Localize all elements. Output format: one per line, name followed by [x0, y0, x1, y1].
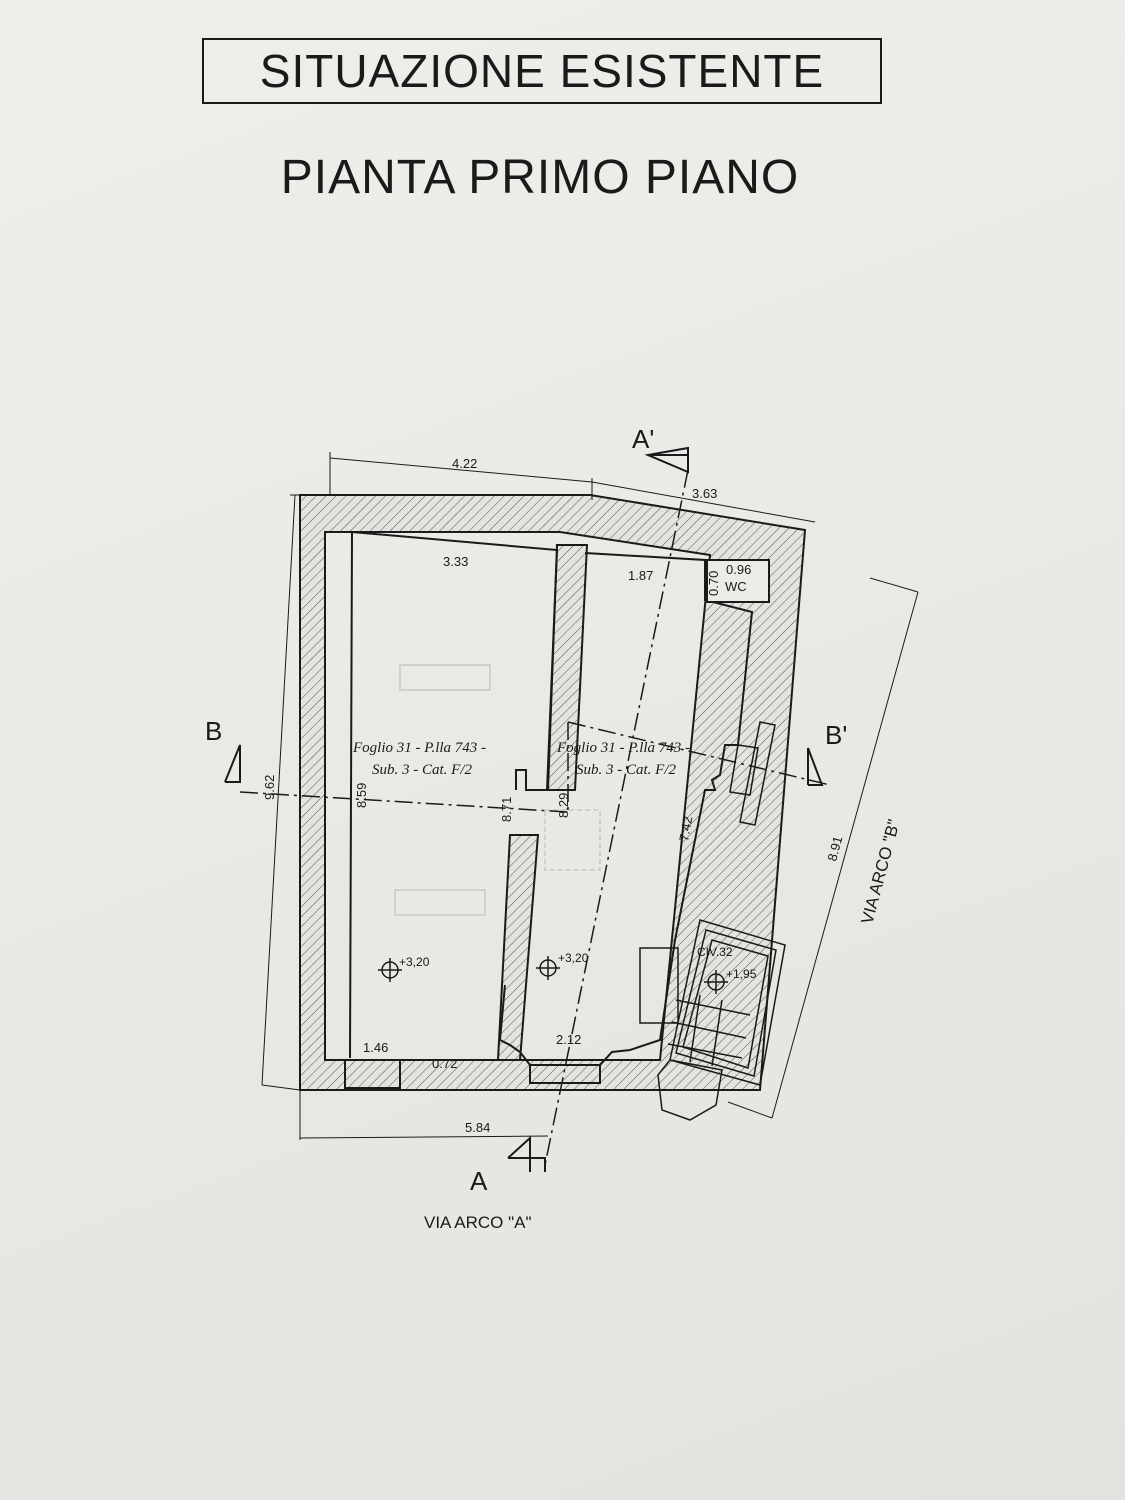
level-marker-stair: +1,95	[704, 967, 757, 994]
dim-bottom-door: 2.12	[556, 1032, 581, 1047]
street-bottom-label: VIA ARCO "A"	[424, 1213, 532, 1232]
wc-box	[705, 559, 770, 603]
label-a: A	[470, 1166, 488, 1196]
partition-wall-center-lower	[496, 834, 540, 1061]
section-marker-b: B	[205, 716, 241, 783]
dim-wc-width: 0.96	[726, 562, 751, 577]
dim-bottom-gap: 0.72	[432, 1056, 457, 1071]
label-a-prime: A'	[632, 424, 654, 454]
stair-block	[639, 919, 786, 1121]
civic-number-label: CIV.32	[697, 945, 733, 959]
exterior-wall	[299, 494, 807, 1091]
section-marker-a: A	[470, 1135, 546, 1196]
level-marker-center: +3,20	[536, 951, 589, 980]
level-marker-left: +3,20	[378, 955, 430, 982]
dimension-labels: 4.22 3.63 3.33 1.87 0.96 0.70 WC 9.62 8.…	[262, 456, 845, 1135]
dimension-lines	[261, 452, 919, 1140]
subtitle-text: PIANTA PRIMO PIANO	[280, 151, 800, 204]
dim-bottom-window: 1.46	[363, 1040, 388, 1055]
room-right-line2: Sub. 3 - Cat. F/2	[576, 762, 676, 778]
window-niche-right	[729, 721, 776, 826]
dim-right-room-depth: 8.29	[556, 793, 571, 818]
level-center-text: +3,20	[558, 951, 589, 965]
label-b: B	[205, 716, 222, 746]
room-labels: Foglio 31 - P.lla 743 - Sub. 3 - Cat. F/…	[352, 740, 690, 778]
title-box: SITUAZIONE ESISTENTE	[202, 38, 882, 104]
dim-left-room-width: 3.33	[443, 554, 468, 569]
street-right-label: VIA ARCO "B"	[858, 817, 904, 926]
dim-overall-bottom: 5.84	[465, 1120, 490, 1135]
level-stair-text: +1,95	[726, 967, 757, 981]
room-right-line1: Foglio 31 - P.lla 743 -	[556, 740, 690, 756]
title-text: SITUAZIONE ESISTENTE	[259, 45, 825, 97]
label-b-prime: B'	[825, 720, 847, 750]
ghost-marks	[394, 664, 601, 916]
dim-right-wall: 7.42	[676, 815, 695, 843]
dim-left-room-depth: 8.59	[354, 783, 369, 808]
dim-right-room-width: 1.87	[628, 568, 653, 583]
room-outlines	[344, 530, 754, 1089]
level-left-text: +3,20	[399, 955, 430, 969]
room-left-line1: Foglio 31 - P.lla 743 -	[352, 740, 486, 756]
section-marker-b-prime: B'	[807, 720, 847, 786]
dim-street-b: 8.91	[824, 834, 845, 862]
room-left-line2: Sub. 3 - Cat. F/2	[372, 762, 472, 778]
dim-top-left: 4.22	[452, 456, 477, 471]
dim-top-right: 3.63	[692, 486, 717, 501]
dim-wc-depth: 0.70	[706, 571, 721, 596]
wc-label: WC	[725, 579, 747, 594]
dim-overall-left: 9.62	[262, 775, 277, 800]
section-lines	[239, 469, 831, 1166]
section-marker-a-prime: A'	[632, 424, 689, 474]
dim-center-wall: 8.71	[499, 797, 514, 822]
